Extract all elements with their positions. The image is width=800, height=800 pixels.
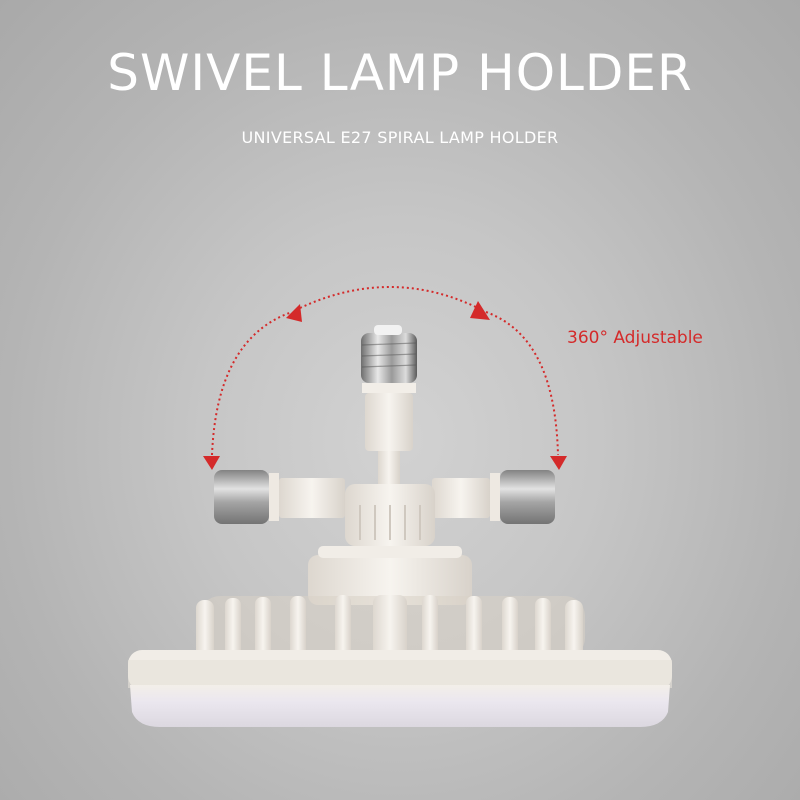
rotation-arc xyxy=(211,286,559,456)
top-lamp-holder xyxy=(361,325,417,485)
headline: SWIVEL LAMP HOLDER xyxy=(107,44,693,102)
arrow-icons xyxy=(203,301,567,470)
fan-cage xyxy=(196,595,585,660)
arrow-up-right-icon xyxy=(470,301,490,320)
right-lamp-holder xyxy=(432,470,555,524)
arrow-down-left-icon xyxy=(203,456,220,470)
swivel-hub xyxy=(308,484,472,605)
subheadline: UNIVERSAL E27 SPIRAL LAMP HOLDER xyxy=(241,128,559,147)
arrow-up-left-icon xyxy=(286,304,302,322)
arrow-down-right-icon xyxy=(550,456,567,470)
left-lamp-holder xyxy=(214,470,345,524)
adjustable-annotation: 360° Adjustable xyxy=(567,328,703,348)
led-light-disc xyxy=(128,650,672,727)
